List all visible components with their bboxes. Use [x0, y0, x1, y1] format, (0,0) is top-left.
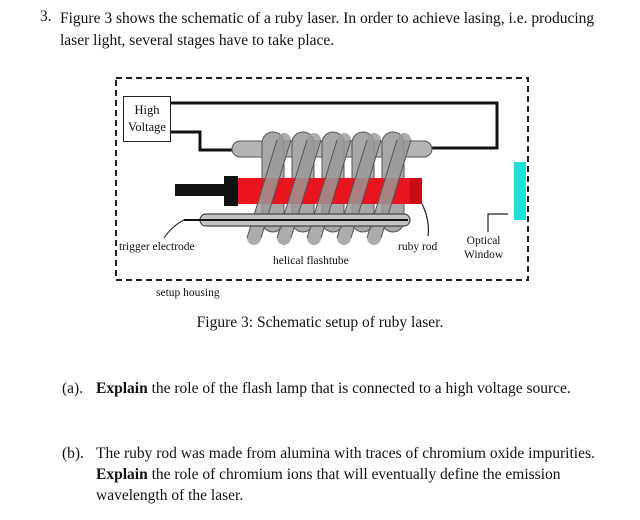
part-b-label: (b). — [62, 445, 84, 462]
hv-wire-top — [171, 101, 499, 150]
trigger-electrode-label: trigger electrode — [119, 241, 195, 253]
trigger-leader — [163, 219, 185, 239]
ruby-laser-figure: High Voltage trigger electrode helical f… — [115, 77, 529, 299]
question-text: Figure 3 shows the schematic of a ruby l… — [60, 10, 595, 49]
figure-caption: Figure 3: Schematic setup of ruby laser. — [196, 314, 444, 331]
optical-window — [514, 162, 526, 220]
part-a-label: (a). — [62, 380, 84, 397]
optical-window-arrow — [487, 213, 508, 232]
high-voltage-box: High Voltage — [123, 96, 171, 142]
part-a-rest: the role of the flash lamp that is conne… — [147, 380, 571, 397]
helical-flashtube-label: helical flashtube — [273, 255, 349, 267]
optical-window-label: Optical Window — [464, 234, 503, 262]
part-a-text: Explain the role of the flash lamp that … — [96, 378, 606, 399]
hv-label-voltage: Voltage — [128, 120, 166, 134]
window-label: Window — [464, 249, 504, 261]
part-b-bold: Explain — [96, 466, 148, 483]
hv-label-high: High — [134, 103, 160, 117]
setup-housing-outline — [115, 77, 529, 281]
part-a-bold: Explain — [96, 380, 148, 397]
ruby-rod-end — [410, 178, 422, 204]
ruby-rod-label: ruby rod — [398, 241, 438, 253]
part-b-text: The ruby rod was made from alumina with … — [96, 443, 606, 506]
electrode-cap — [224, 176, 238, 206]
setup-housing-label: setup housing — [156, 287, 220, 299]
electrode-left — [175, 184, 235, 196]
part-b-text-1: The ruby rod was made from alumina with … — [96, 445, 595, 462]
optical-label: Optical — [466, 235, 501, 247]
part-b-text-2: the role of chromium ions that will even… — [96, 466, 561, 504]
question-number: 3. — [40, 8, 52, 25]
ruby-laser-schematic — [115, 77, 529, 281]
hv-wire-left — [171, 130, 238, 152]
ruby-rod-leader — [421, 203, 429, 237]
